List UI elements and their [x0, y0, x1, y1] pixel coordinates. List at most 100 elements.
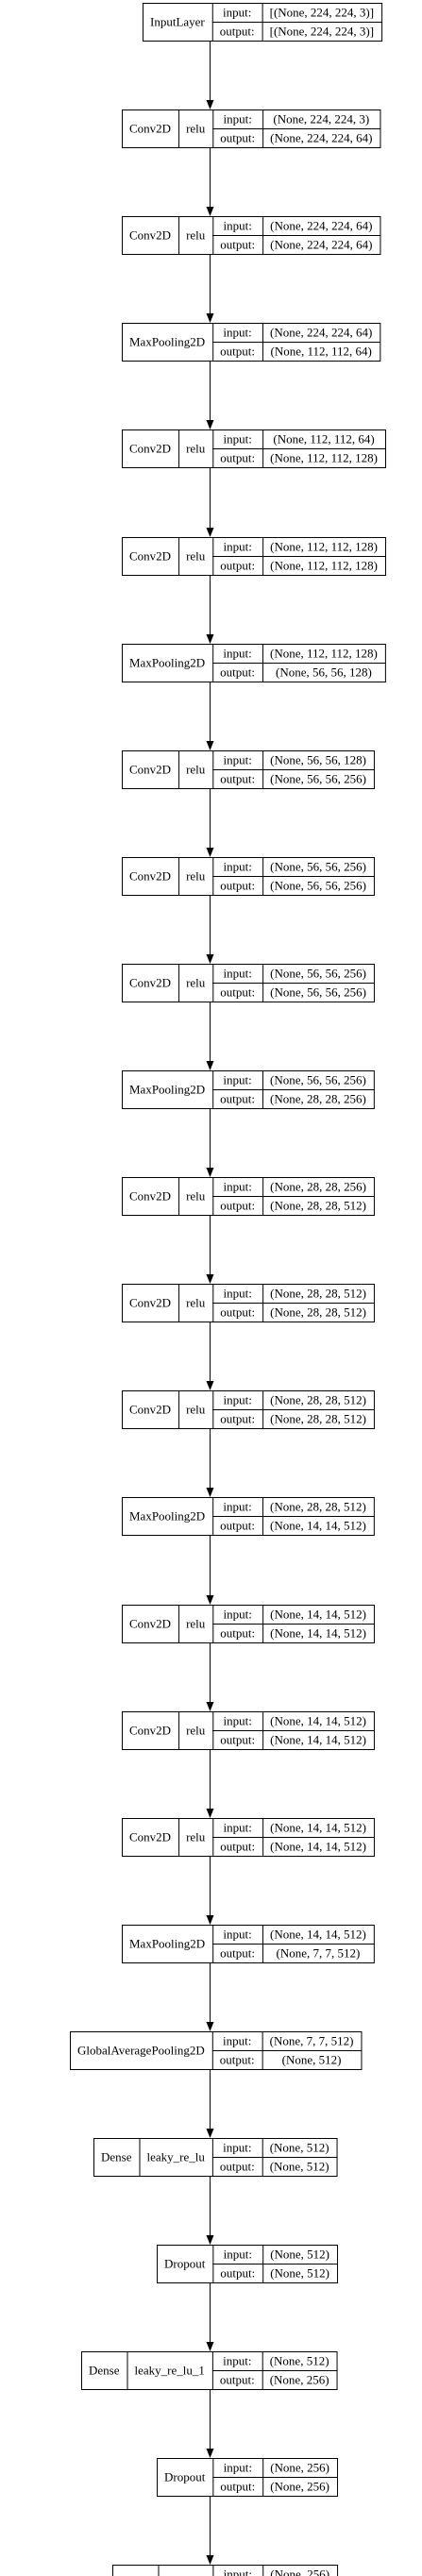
input-shape-value: (None, 112, 112, 64): [273, 432, 374, 446]
layer-type-label: Conv2D: [129, 976, 171, 990]
layer-type-label: GlobalAveragePooling2D: [77, 2044, 205, 2058]
input-field-label: input:: [224, 1821, 252, 1835]
input-shape-value: (None, 512): [270, 2354, 329, 2368]
input-field-label: input:: [223, 326, 251, 340]
output-field-label: output:: [220, 985, 255, 1000]
output-field-label: output:: [220, 665, 255, 680]
output-field-label: output:: [220, 1733, 255, 1747]
input-field-label: input:: [224, 860, 252, 874]
input-field-label: input:: [223, 1073, 251, 1087]
input-field-label: input:: [224, 112, 252, 126]
output-shape-value: (None, 28, 28, 512): [270, 1199, 366, 1213]
layer-type-label: InputLayer: [150, 15, 205, 29]
output-shape-value: (None, 256): [270, 2373, 329, 2387]
output-shape-value: (None, 112, 112, 128): [270, 451, 378, 465]
output-field-label: output:: [220, 238, 255, 252]
input-field-label: input:: [224, 1608, 252, 1622]
layer-type-label: MaxPooling2D: [129, 1937, 205, 1951]
output-shape-value: (None, 256): [270, 2480, 329, 2494]
input-shape-value: (None, 7, 7, 512): [270, 2034, 354, 2048]
output-shape-value: (None, 56, 56, 128): [276, 665, 372, 680]
layer-node: Conv2D relu input: output: (None, 56, 56, 25…: [122, 857, 375, 896]
activation-label: relu: [186, 869, 206, 884]
input-shape-value: (None, 256): [270, 2461, 329, 2475]
activation-label: leaky_re_lu_1: [135, 2364, 205, 2378]
input-shape-value: (None, 14, 14, 512): [270, 1608, 366, 1622]
input-shape-value: (None, 56, 56, 256): [270, 1073, 366, 1087]
activation-label: leaky_re_lu: [147, 2150, 206, 2164]
activation-label: relu: [186, 442, 206, 456]
output-shape-value: (None, 14, 14, 512): [270, 1840, 366, 1854]
layer-type-label: MaxPooling2D: [129, 335, 205, 349]
input-shape-value: (None, 14, 14, 512): [270, 1928, 366, 1942]
input-shape-value: (None, 28, 28, 512): [270, 1500, 366, 1514]
activation-label: relu: [186, 1617, 206, 1631]
layer-type-label: Dropout: [164, 2470, 206, 2484]
layer-type-label: MaxPooling2D: [129, 1509, 205, 1524]
input-field-label: input:: [223, 2354, 251, 2368]
output-field-label: output:: [220, 772, 255, 786]
output-field-label: output:: [220, 559, 255, 573]
activation-label: relu: [186, 228, 206, 243]
output-shape-value: (None, 56, 56, 256): [270, 985, 366, 1000]
input-shape-value: (None, 28, 28, 256): [270, 1180, 366, 1194]
output-field-label: output:: [220, 2160, 255, 2174]
output-field-label: output:: [220, 345, 255, 359]
layer-type-label: Dense: [101, 2150, 132, 2164]
output-field-label: output:: [220, 2053, 255, 2067]
output-shape-value: (None, 224, 224, 64): [270, 131, 372, 145]
layer-type-label: Conv2D: [129, 549, 171, 564]
input-shape-value: (None, 224, 224, 64): [270, 219, 372, 233]
layer-type-label: Conv2D: [129, 1189, 171, 1204]
output-field-label: output:: [220, 1946, 255, 1961]
input-field-label: input:: [224, 2248, 252, 2262]
output-shape-value: (None, 14, 14, 512): [270, 1626, 366, 1641]
output-shape-value: (None, 224, 224, 64): [270, 238, 372, 252]
output-shape-value: (None, 112, 112, 64): [271, 345, 372, 359]
input-field-label: input:: [223, 1500, 251, 1514]
input-field-label: input:: [223, 2034, 251, 2048]
layer-type-label: Dropout: [164, 2257, 206, 2271]
input-shape-value: (None, 56, 56, 128): [270, 753, 366, 767]
input-shape-value: [(None, 224, 224, 3)]: [270, 6, 374, 20]
output-shape-value: (None, 512): [270, 2160, 329, 2174]
output-shape-value: (None, 14, 14, 512): [270, 1733, 366, 1747]
output-field-label: output:: [220, 2266, 255, 2281]
output-field-label: output:: [220, 879, 255, 893]
layer-type-label: Conv2D: [129, 869, 171, 884]
output-shape-value: (None, 7, 7, 512): [277, 1946, 361, 1961]
input-shape-value: (None, 56, 56, 256): [270, 967, 366, 981]
input-field-label: input:: [223, 6, 251, 20]
input-shape-value: (None, 224, 224, 64): [270, 326, 372, 340]
input-field-label: input:: [224, 1714, 252, 1728]
output-field-label: output:: [220, 2373, 255, 2387]
layer-type-label: Conv2D: [129, 1830, 171, 1844]
input-shape-value: (None, 512): [270, 2141, 329, 2155]
input-shape-value: (None, 112, 112, 128): [270, 647, 378, 661]
input-field-label: input:: [224, 967, 252, 981]
output-shape-value: (None, 56, 56, 256): [270, 772, 366, 786]
input-shape-value: (None, 512): [270, 2248, 329, 2262]
input-shape-value: (None, 256): [270, 2568, 329, 2576]
input-shape-value: (None, 14, 14, 512): [270, 1821, 366, 1835]
output-field-label: output:: [220, 1092, 255, 1106]
activation-label: relu: [186, 1830, 206, 1844]
input-shape-value: (None, 28, 28, 512): [270, 1287, 366, 1301]
input-shape-value: (None, 56, 56, 256): [270, 860, 366, 874]
input-field-label: input:: [224, 1180, 252, 1194]
layer-node-border: [112, 2565, 339, 2576]
output-shape-value: (None, 14, 14, 512): [270, 1519, 366, 1533]
